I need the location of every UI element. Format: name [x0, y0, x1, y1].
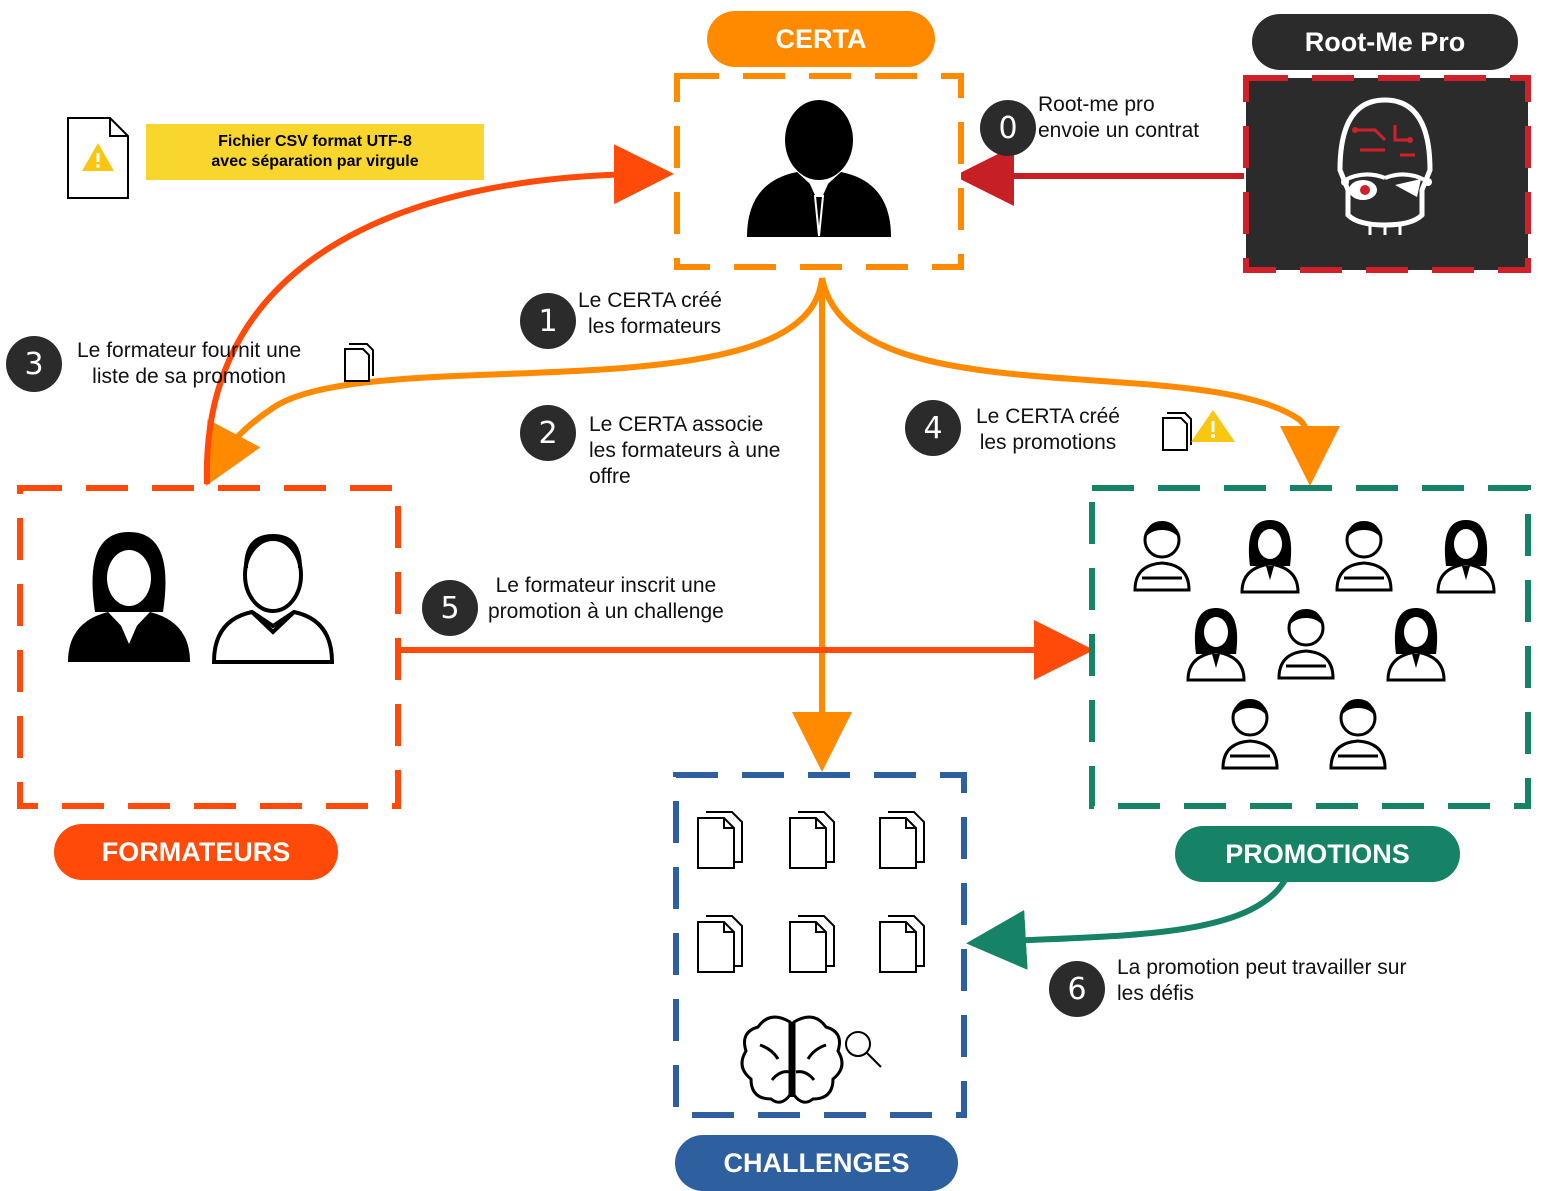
man-icon	[211, 533, 335, 664]
step-4-line1: Le CERTA créé	[976, 405, 1120, 428]
step-note-4: Le CERTA créé les promotions	[976, 404, 1120, 456]
arrow-work-challenges	[966, 878, 1288, 970]
step-badge-1: 1	[520, 293, 576, 349]
hacker-skull-icon	[1337, 97, 1433, 235]
step-0-line1: Root-me pro	[1038, 93, 1155, 116]
rootme-label: Root-Me Pro	[1252, 14, 1518, 70]
woman-icon	[68, 532, 190, 662]
step-1-line2: les formateurs	[588, 315, 722, 338]
step-0-line2: envoie un contrat	[1038, 119, 1200, 142]
step-2-line3: offre	[589, 465, 631, 488]
step-6-line1: La promotion peut travailler sur	[1117, 956, 1407, 979]
step-note-5: Le formateur inscrit une promotion à un …	[488, 573, 724, 625]
step-3-line1: Le formateur fournit une	[77, 339, 302, 362]
step-1-line1: Le CERTA créé	[578, 289, 722, 312]
warning-file-icon	[67, 117, 129, 199]
arrow-create-trainers	[205, 277, 825, 487]
step-badge-4: 4	[905, 400, 961, 456]
csv-note-line1: Fichier CSV format UTF-8	[218, 133, 412, 150]
step-2-line1: Le CERTA associe	[589, 413, 764, 436]
csv-note-line2: avec séparation par virgule	[211, 153, 419, 170]
step-note-2: Le CERTA associe les formateurs à une of…	[589, 412, 780, 490]
step-badge-6: 6	[1049, 961, 1105, 1017]
brain-search-icon	[740, 1015, 882, 1104]
step-note-6: La promotion peut travailler sur les déf…	[1117, 955, 1406, 1007]
step-note-0: Root-me pro envoie un contrat	[1038, 92, 1199, 144]
arrow-trainer-list	[203, 144, 674, 485]
step-note-1: Le CERTA créé les formateurs	[578, 288, 722, 340]
step-2-line2: les formateurs à une	[589, 439, 781, 462]
businessman-icon	[747, 100, 891, 237]
step-6-line2: les défis	[1117, 982, 1195, 1005]
warning-icon	[1191, 410, 1235, 442]
formateurs-label: FORMATEURS	[54, 824, 338, 880]
challenges-label: CHALLENGES	[675, 1135, 958, 1191]
step-5-line2: promotion à un challenge	[488, 600, 724, 623]
rootme-box	[1243, 75, 1531, 273]
step-4-line2: les promotions	[979, 431, 1117, 454]
step-badge-5: 5	[422, 580, 478, 636]
list-document-icon	[344, 343, 374, 382]
promotions-label: PROMOTIONS	[1175, 826, 1460, 882]
step-badge-2: 2	[520, 405, 576, 461]
arrow-create-promotions	[819, 277, 1340, 486]
step-badge-0: 0	[980, 100, 1036, 156]
csv-format-note: Fichier CSV format UTF-8 avec séparation…	[146, 124, 484, 180]
step-5-line1: Le formateur inscrit une	[495, 574, 717, 597]
step-3-line2: liste de sa promotion	[92, 365, 286, 388]
step-badge-3: 3	[6, 336, 62, 392]
promotion-document-icon	[1162, 412, 1192, 451]
step-note-3: Le formateur fournit une liste de sa pro…	[77, 338, 301, 390]
certa-label: CERTA	[707, 11, 935, 67]
